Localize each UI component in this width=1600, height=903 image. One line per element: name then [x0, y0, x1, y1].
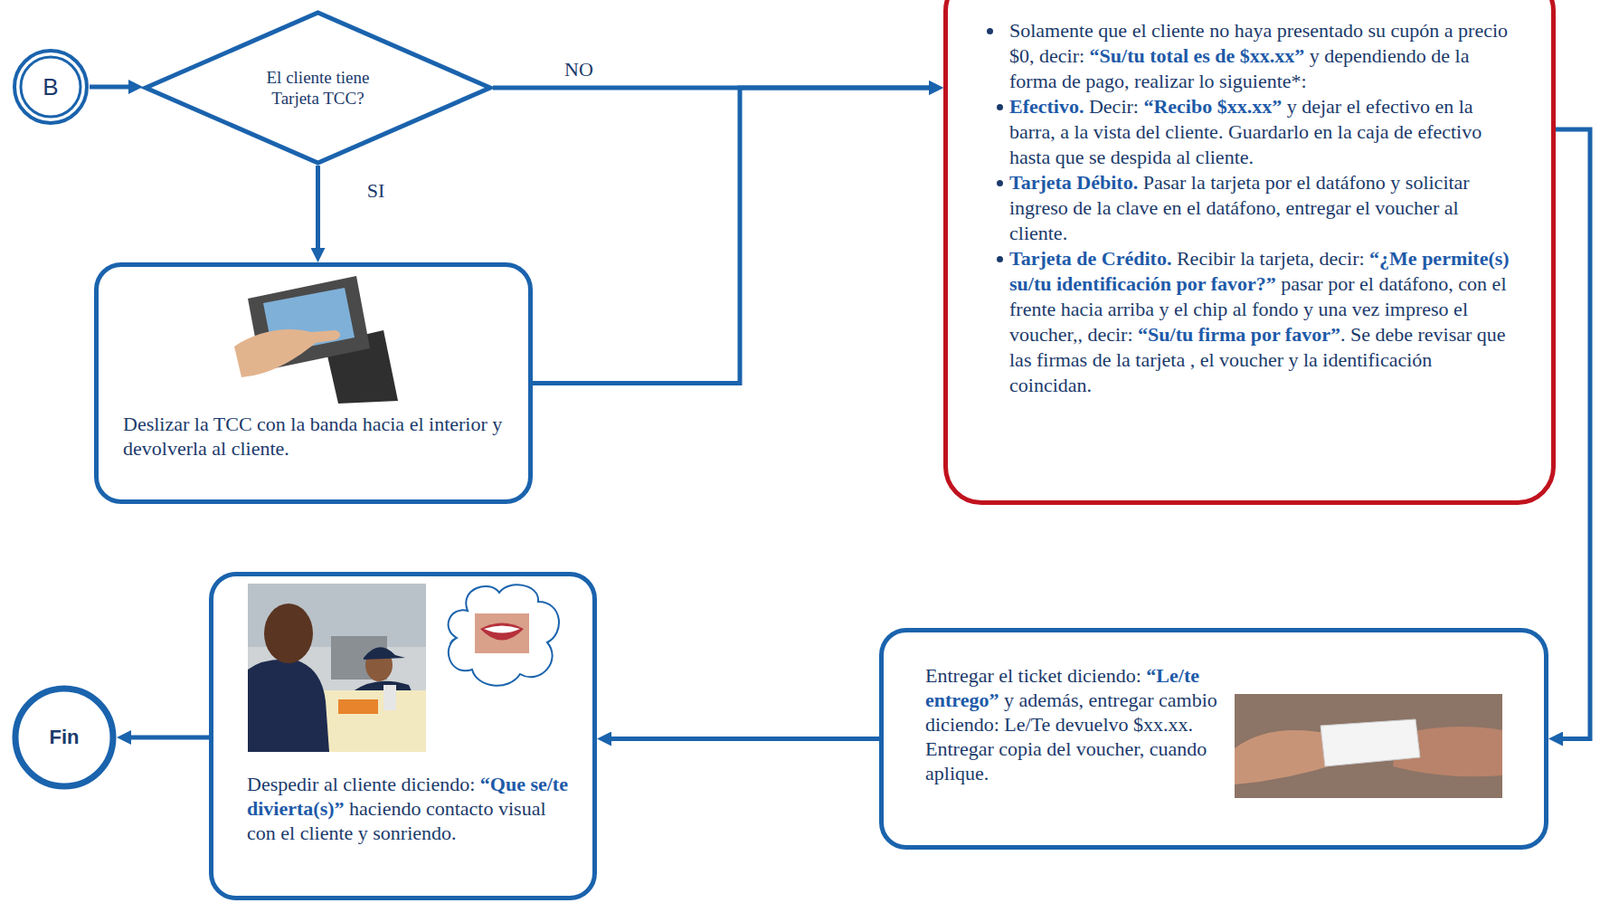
decision-diamond: El cliente tiene Tarjeta TCC?	[142, 9, 493, 166]
photo-ground	[1234, 693, 1503, 798]
process-box: Despedir al cliente diciendo: “Que se/te…	[208, 571, 597, 900]
process-box: Deslizar la TCC con la banda hacia el in…	[94, 262, 533, 504]
diamond-outline	[145, 12, 491, 163]
node-text: Despedir al cliente diciendo: “Que se/te…	[246, 771, 573, 845]
node-text: El cliente tiene Tarjeta TCC?	[241, 66, 396, 109]
flow-arrow	[611, 736, 880, 741]
flow-arrow	[315, 165, 321, 248]
start-connector: B	[11, 47, 90, 126]
shape-outline	[142, 9, 493, 166]
smile-skin	[474, 613, 530, 654]
flow-arrow	[89, 85, 129, 90]
flow-arrow	[532, 87, 929, 384]
flow-arrow	[1555, 129, 1591, 739]
process-box: Entregar el ticket diciendo: “Le/te entr…	[879, 627, 1549, 850]
smile-lips	[480, 623, 524, 641]
customer-body	[247, 659, 330, 752]
bullet-dot	[996, 104, 1004, 111]
end-connector: Fin	[11, 684, 117, 790]
hand	[234, 329, 341, 378]
bullet-dot	[996, 179, 1004, 187]
circle-outline	[14, 50, 87, 124]
bubble-outline	[448, 584, 559, 685]
ticket-paper	[1320, 719, 1421, 767]
smile-teeth	[483, 625, 521, 634]
node-text: B	[42, 73, 58, 102]
circle-outline	[15, 688, 114, 786]
cup	[383, 684, 397, 711]
thought-bubble	[448, 584, 559, 685]
tray-items	[338, 699, 379, 714]
node-text: Solamente que el cliente no haya present…	[1009, 18, 1515, 95]
bullet-dot	[996, 255, 1004, 263]
circle-inner	[20, 56, 81, 117]
node-text: Efectivo. Decir: “Recibo $xx.xx” y dejar…	[1009, 94, 1515, 171]
ticket-illustration	[1234, 693, 1503, 798]
cashier-cap	[363, 646, 406, 660]
node-text: Tarjeta Débito. Pasar la tarjeta por el …	[1009, 170, 1515, 247]
customer-hair	[264, 603, 313, 663]
edge-label: SI	[364, 179, 389, 203]
terminal-illustration	[234, 275, 398, 404]
node-text: Tarjeta de Crédito. Recibir la tarjeta, …	[1009, 246, 1515, 398]
counter-photo	[247, 583, 427, 752]
bullet-dot	[986, 28, 994, 35]
process-box: Solamente que el cliente no haya present…	[943, 0, 1556, 505]
node-text: Fin	[49, 725, 80, 749]
photo-ground	[247, 583, 427, 752]
edge-label: NO	[561, 57, 597, 82]
flow-arrow	[131, 735, 209, 740]
node-text: Entregar el ticket diciendo: “Le/te entr…	[925, 662, 1224, 786]
node-text: Deslizar la TCC con la banda hacia el in…	[123, 411, 511, 461]
